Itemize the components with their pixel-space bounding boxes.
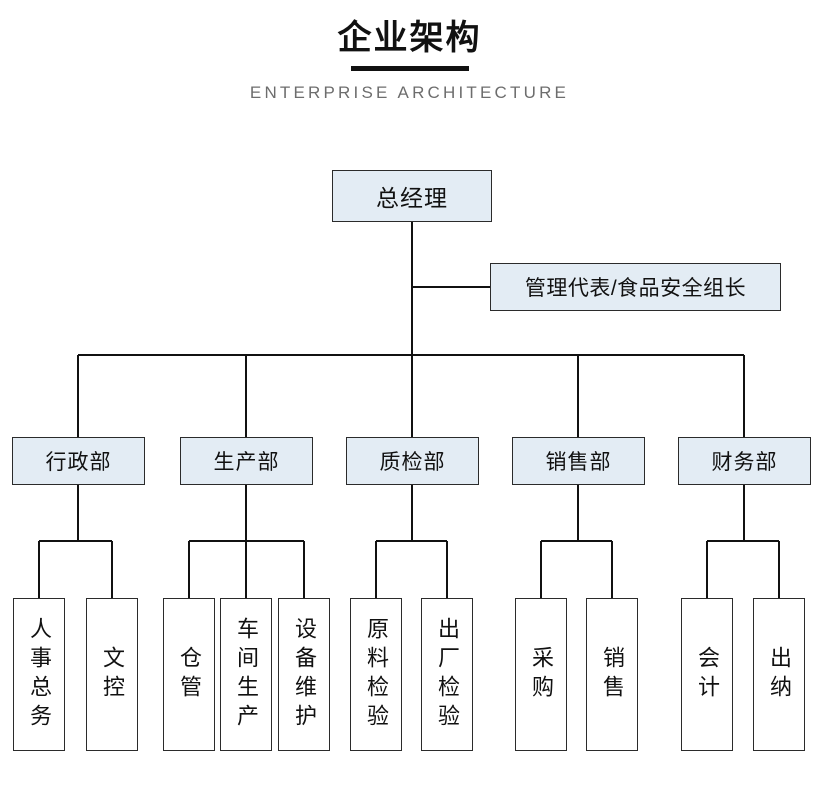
node-label: 文控: [100, 645, 125, 704]
node-department-admin[interactable]: 行政部: [12, 437, 145, 485]
node-team-purchasing[interactable]: 采购: [515, 598, 567, 751]
node-label: 车间生产: [234, 616, 259, 733]
node-label: 会计: [695, 645, 720, 704]
node-label: 出纳: [767, 645, 792, 704]
node-general-manager[interactable]: 总经理: [332, 170, 492, 222]
node-label: 财务部: [711, 451, 778, 474]
node-team-cashier[interactable]: 出纳: [753, 598, 805, 751]
node-team-accounting[interactable]: 会计: [681, 598, 733, 751]
node-label: 销售: [600, 645, 625, 704]
node-label: 采购: [529, 645, 554, 704]
node-label: 销售部: [545, 451, 612, 474]
node-team-hr-affairs[interactable]: 人事总务: [13, 598, 65, 751]
node-team-equipment-maintenance[interactable]: 设备维护: [278, 598, 330, 751]
node-label: 生产部: [213, 451, 280, 474]
node-department-finance[interactable]: 财务部: [678, 437, 811, 485]
node-department-sales[interactable]: 销售部: [512, 437, 645, 485]
node-label: 仓管: [177, 645, 202, 704]
node-department-production[interactable]: 生产部: [180, 437, 313, 485]
node-team-warehouse[interactable]: 仓管: [163, 598, 215, 751]
node-label: 原料检验: [364, 616, 389, 733]
node-team-workshop-production[interactable]: 车间生产: [220, 598, 272, 751]
node-team-outgoing-inspection[interactable]: 出厂检验: [421, 598, 473, 751]
node-department-quality[interactable]: 质检部: [346, 437, 479, 485]
node-team-document-control[interactable]: 文控: [86, 598, 138, 751]
node-label: 出厂检验: [435, 616, 460, 733]
node-team-selling[interactable]: 销售: [586, 598, 638, 751]
page-title: 企业架构: [337, 19, 482, 57]
page-subtitle: ENTERPRISE ARCHITECTURE: [249, 83, 570, 102]
node-label: 设备维护: [292, 616, 317, 733]
node-label: 质检部: [379, 451, 446, 474]
node-management-representative[interactable]: 管理代表/食品安全组长: [490, 263, 781, 311]
node-label: 行政部: [45, 451, 112, 474]
node-label: 管理代表/食品安全组长: [524, 277, 747, 300]
node-label: 总经理: [376, 185, 448, 211]
chart-header: 企业架构 ENTERPRISE ARCHITECTURE: [0, 0, 819, 103]
title-underline: [350, 66, 469, 71]
node-label: 人事总务: [27, 616, 52, 733]
node-team-raw-material-inspection[interactable]: 原料检验: [350, 598, 402, 751]
